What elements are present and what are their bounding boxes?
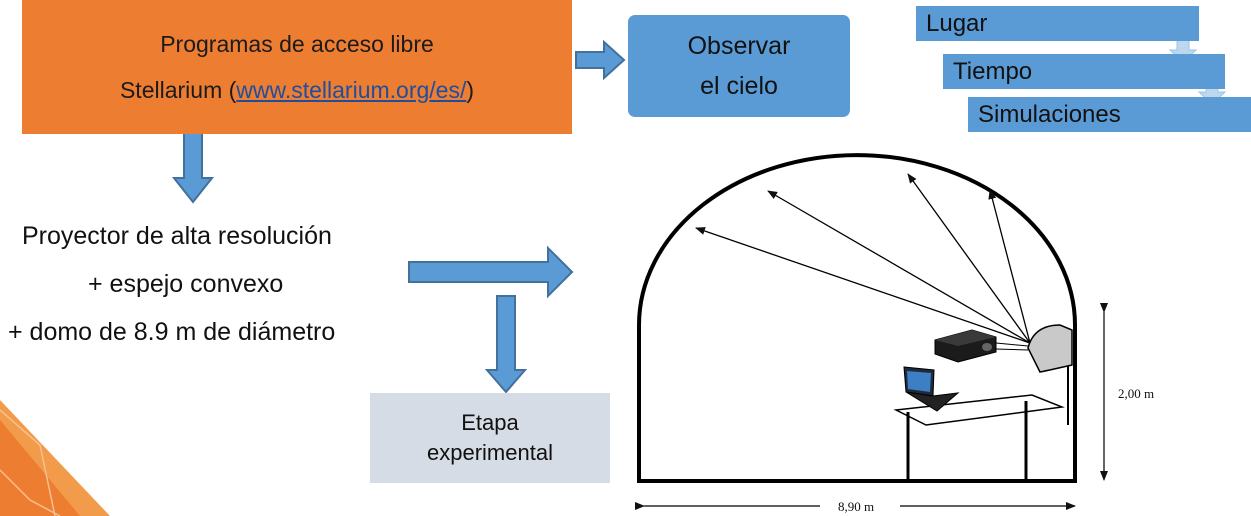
setup-line-1: Proyector de alta resolución bbox=[22, 222, 332, 250]
experimental-line-2: experimental bbox=[427, 440, 553, 465]
width-dimension-label: 8,90 m bbox=[838, 499, 875, 514]
arrow-to-dome bbox=[408, 245, 574, 299]
arrow-to-observe bbox=[575, 39, 626, 81]
experimental-line-1: Etapa bbox=[461, 410, 519, 435]
height-dimension-label: 2,00 m bbox=[1118, 386, 1155, 401]
software-line: Stellarium (www.stellarium.org/es/) bbox=[119, 77, 475, 103]
corner-decoration bbox=[0, 400, 110, 516]
dome-diagram bbox=[635, 153, 1108, 510]
step-tiempo: Tiempo bbox=[943, 54, 1225, 89]
projector-illustration bbox=[934, 329, 997, 363]
software-box: Programas de acceso libre Stellarium (ww… bbox=[22, 0, 572, 134]
observe-line-2: el cielo bbox=[700, 72, 778, 100]
observe-sky-box: Observar el cielo bbox=[628, 15, 850, 117]
laptop-illustration bbox=[903, 366, 960, 412]
observe-line-1: Observar bbox=[687, 32, 791, 60]
setup-line-2: + espejo convexo bbox=[88, 270, 284, 298]
stellarium-link[interactable]: www.stellarium.org/es/ bbox=[236, 77, 467, 103]
step-simulaciones: Simulaciones bbox=[968, 97, 1251, 132]
arrow-down-to-experimental bbox=[484, 295, 528, 394]
software-title: Programas de acceso libre bbox=[160, 31, 434, 57]
setup-line-3: + domo de 8.9 m de diámetro bbox=[8, 318, 336, 346]
experimental-box: Etapa experimental bbox=[370, 393, 610, 483]
step-lugar: Lugar bbox=[916, 6, 1199, 41]
